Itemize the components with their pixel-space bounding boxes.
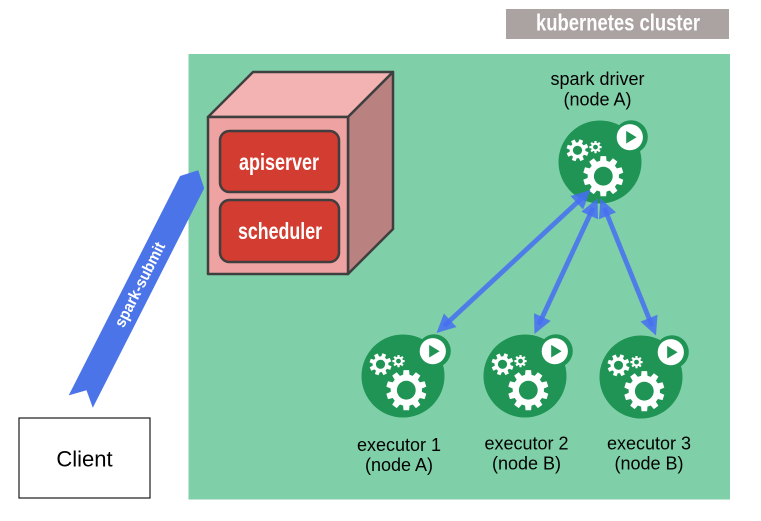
- svg-text:(node B): (node B): [614, 454, 683, 474]
- svg-text:(node A): (node A): [365, 455, 433, 475]
- svg-text:spark driver: spark driver: [550, 69, 644, 89]
- svg-text:(node B): (node B): [492, 454, 561, 474]
- svg-text:apiserver: apiserver: [239, 149, 319, 175]
- svg-text:executor 3: executor 3: [607, 434, 691, 454]
- svg-text:(node A): (node A): [563, 90, 631, 110]
- svg-text:kubernetes cluster: kubernetes cluster: [536, 10, 700, 36]
- svg-text:scheduler: scheduler: [238, 218, 322, 244]
- svg-text:executor 1: executor 1: [357, 435, 441, 455]
- svg-text:Client: Client: [56, 447, 112, 472]
- svg-text:executor 2: executor 2: [484, 434, 568, 454]
